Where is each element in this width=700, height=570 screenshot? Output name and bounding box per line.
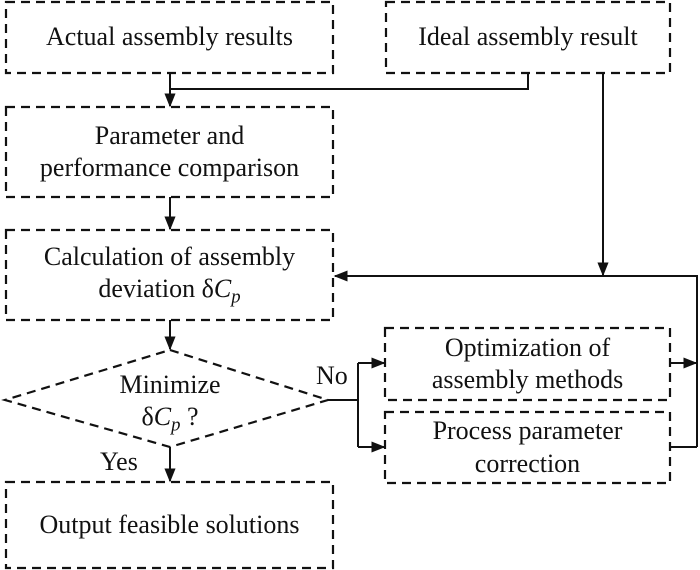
edge-label-no: No — [316, 361, 348, 390]
node-calculation-deviation: Calculation of assembly deviation δCp — [6, 230, 333, 320]
node-calc-prefix: deviation — [98, 274, 202, 304]
box-parameter-comparison — [4, 105, 335, 199]
node-optimize-line1: Optimization of — [444, 332, 611, 362]
arrow-feedback-to-calc — [333, 270, 698, 447]
node-correct-line2: correction — [474, 448, 581, 478]
c-symbol: C — [153, 402, 172, 432]
node-ideal-result: Ideal assembly result — [386, 2, 670, 73]
box-output-solutions — [4, 480, 335, 570]
node-parameter-comparison: Parameter and performance comparison — [6, 107, 333, 197]
node-output-label: Output feasible solutions — [39, 509, 300, 539]
node-compare-line1: Parameter and — [94, 120, 245, 150]
node-correct-line1: Process parameter — [432, 416, 623, 445]
node-ideal-label: Ideal assembly result — [418, 22, 638, 52]
delta-symbol: δ — [141, 402, 154, 432]
connector-ideal-to-compare — [170, 73, 529, 90]
node-compare-line2: performance comparison — [39, 153, 300, 182]
node-decision-line1: Minimize — [119, 369, 221, 399]
node-optimize-line2: assembly methods — [431, 365, 624, 394]
node-actual-results: Actual assembly results — [6, 2, 333, 73]
box-calculation-deviation — [4, 228, 335, 322]
c-symbol: C — [213, 274, 232, 304]
question-mark: ? — [180, 402, 199, 432]
node-process-correction: Process parameter correction — [385, 412, 670, 483]
node-output-solutions: Output feasible solutions — [6, 482, 333, 568]
p-subscript: p — [171, 414, 181, 436]
node-optimization-methods: Optimization of assembly methods — [385, 328, 670, 400]
node-calc-line1: Calculation of assembly — [43, 241, 296, 271]
node-decision-minimize: Minimize δCp ? — [90, 362, 250, 444]
node-actual-label: Actual assembly results — [46, 22, 293, 52]
p-subscript: p — [231, 286, 241, 308]
node-decision-line2: δCp ? — [141, 401, 198, 437]
delta-symbol: δ — [201, 274, 214, 304]
edge-label-yes: Yes — [100, 447, 138, 476]
node-calc-line2: deviation δCp — [98, 273, 240, 309]
